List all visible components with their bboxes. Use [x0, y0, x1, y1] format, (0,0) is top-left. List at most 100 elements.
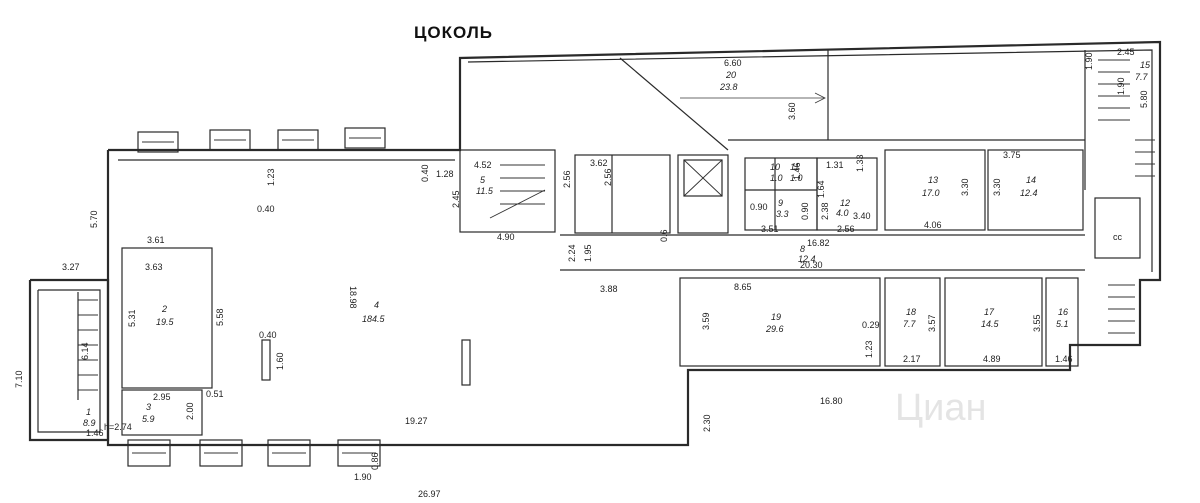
room-area: 1.0	[770, 173, 783, 183]
dim-label: 5.70	[89, 210, 99, 228]
dim-label: 5.31	[127, 309, 137, 327]
dim-label: 1.28	[436, 169, 454, 179]
room-area: 7.7	[903, 319, 917, 329]
entry-label: cc	[1113, 232, 1123, 242]
room-area: 3.3	[776, 209, 789, 219]
dim-label: 4.52	[474, 160, 492, 170]
room-number: 20	[725, 70, 736, 80]
room-number: 3	[146, 402, 151, 412]
dim-label: 2.17	[903, 354, 921, 364]
dim-label: 3.51	[761, 224, 779, 234]
room-labels: 20 23.8 15 7.7 5 11.5 2 19.5 4 184.5 3 5…	[83, 60, 1151, 432]
dim-label: 4.90	[497, 232, 515, 242]
dim-label: 1.95	[583, 244, 593, 262]
room-area: 184.5	[362, 314, 386, 324]
dim-label: 0.29	[862, 320, 880, 330]
room-area: 12.4	[1020, 188, 1038, 198]
dim-label: 3.57	[927, 314, 937, 332]
dim-label: 0.90	[800, 202, 810, 220]
dim-label: 19.27	[405, 416, 428, 426]
dim-label: 3.30	[960, 178, 970, 196]
dim-label: 26.97	[418, 489, 441, 499]
dim-label: 3.75	[1003, 150, 1021, 160]
dim-label: 1.90	[354, 472, 372, 482]
dim-label: 2.45	[451, 190, 461, 208]
room-area: 17.0	[922, 188, 940, 198]
top-windows	[137, 127, 386, 153]
dim-label: 2.30	[702, 414, 712, 432]
room-number: 13	[928, 175, 938, 185]
dim-label: 0.40	[257, 204, 275, 214]
dim-label: 1.46	[86, 428, 104, 438]
dim-label: 2.56	[603, 168, 613, 186]
dim-label: 2.56	[837, 224, 855, 234]
room-number: 9	[778, 198, 783, 208]
room-area: 7.7	[1135, 72, 1149, 82]
room-area: 5.9	[142, 414, 155, 424]
dim-label: 16.82	[807, 238, 830, 248]
room-area: 4.0	[836, 208, 849, 218]
partitions	[77, 50, 1155, 436]
dim-label: 1.60	[275, 352, 285, 370]
dim-label: 1.46	[792, 162, 802, 180]
dim-label: 3.40	[853, 211, 871, 221]
dim-label: 1.90	[1116, 77, 1126, 95]
room-area: 5.1	[1056, 319, 1069, 329]
room-number: 12	[840, 198, 850, 208]
room-area: 19.5	[156, 317, 175, 327]
room-number: 11	[790, 162, 799, 172]
dim-label: 2.00	[185, 402, 195, 420]
dim-label: 0.40	[420, 164, 430, 182]
room-area: 29.6	[765, 324, 784, 334]
bottom-windows	[127, 439, 381, 467]
watermark: Циан	[895, 387, 986, 429]
dim-label: 6.60	[724, 58, 742, 68]
dim-label: 20.30	[800, 260, 823, 270]
dim-label: 2.24	[567, 244, 577, 262]
room-number: 19	[771, 312, 781, 322]
dim-label: 16.80	[820, 396, 843, 406]
dim-label: 2.56	[562, 170, 572, 188]
dim-label: 3.62	[590, 158, 608, 168]
dim-label: 0.6	[659, 229, 669, 242]
dim-label: 3.30	[992, 178, 1002, 196]
dim-label: 4.06	[924, 220, 942, 230]
room-number: 10	[770, 162, 780, 172]
room-number: 16	[1058, 307, 1068, 317]
room-number: 4	[374, 300, 379, 310]
dimension-labels: 6.60 3.60 2.45 1.90 5.80 1.28 0.40 1.23 …	[14, 47, 1149, 499]
dim-label: 3.61	[147, 235, 165, 245]
room-number: 17	[984, 307, 995, 317]
room-number: 15	[1140, 60, 1151, 70]
outer-walls	[28, 40, 1162, 447]
dim-label: 0.90	[750, 202, 768, 212]
dim-label: 3.55	[1032, 314, 1042, 332]
room-area: 12.4	[798, 254, 816, 264]
dim-label: 1.33	[855, 154, 865, 172]
plan-title: ЦОКОЛЬ	[414, 23, 493, 42]
room-number: 14	[1026, 175, 1036, 185]
room-area: 11.5	[476, 186, 494, 196]
dim-label: 2.95	[153, 392, 171, 402]
dim-label: 1.64	[816, 180, 826, 198]
dim-label: 3.88	[600, 284, 618, 294]
dim-label: 1.90	[1084, 52, 1094, 70]
dim-label: 0.86	[370, 452, 380, 470]
dim-label: 2.38	[820, 202, 830, 220]
dim-label: 0.40	[259, 330, 277, 340]
dim-label: 4.89	[983, 354, 1001, 364]
dim-label: 6.14	[80, 342, 90, 360]
dim-label: 18.98	[348, 286, 358, 309]
dim-label: 3.27	[62, 262, 80, 272]
dim-label: 3.63	[145, 262, 163, 272]
room-number: 2	[161, 304, 167, 314]
room-number: 8	[800, 244, 805, 254]
room-area: 8.9	[83, 418, 96, 428]
room-area: 1.0	[790, 173, 803, 183]
stair-height-label: h=2.74	[104, 422, 132, 432]
dim-label: 5.58	[215, 308, 225, 326]
dim-label: 7.10	[14, 370, 24, 388]
room-number: 18	[906, 307, 916, 317]
dim-label: 8.65	[734, 282, 752, 292]
